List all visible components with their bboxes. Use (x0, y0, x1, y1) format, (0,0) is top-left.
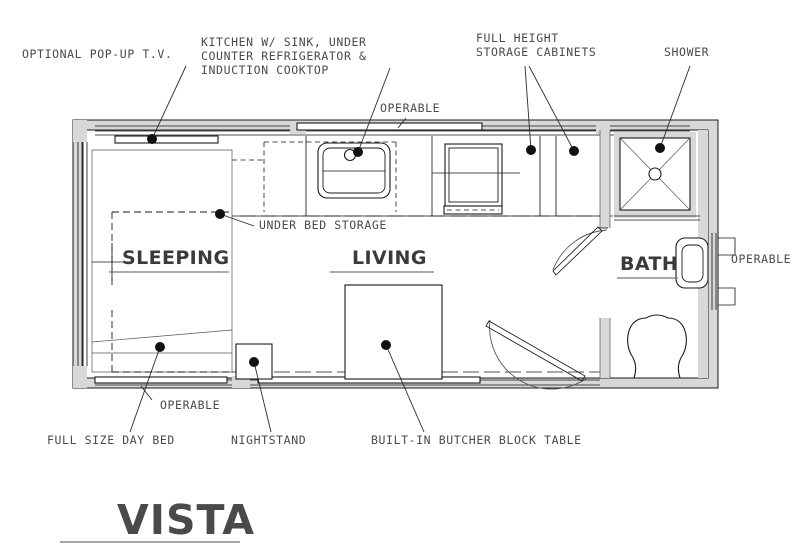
annotation-shower: SHOWER (664, 45, 709, 59)
leader-dot-day-bed (155, 342, 165, 352)
annotation-nightstand: NIGHTSTAND (231, 433, 306, 447)
butcher-block-table-fixture (344, 284, 443, 380)
left-wall-window (73, 120, 88, 388)
annotation-kitchen-line-3: INDUCTION COOKTOP (201, 63, 329, 77)
toilet-fixture (675, 237, 709, 289)
popup-tv-fixture (114, 135, 219, 144)
annotation-kitchen-line-2: COUNTER REFRIGERATOR & (201, 49, 367, 63)
annotation-kitchen-line-1: KITCHEN W/ SINK, UNDER (201, 35, 367, 49)
leader-dot-nightstand (249, 357, 259, 367)
leader-dot-storage-cabinet-2 (569, 146, 579, 156)
right-wall-operable-window (711, 233, 736, 310)
annotation-operable-bottom: OPERABLE (160, 398, 220, 412)
leader-dot-kitchen (353, 147, 363, 157)
annotation-storage-cabinets-line-1: FULL HEIGHT (476, 31, 559, 45)
annotation-storage-cabinets-line-2: STORAGE CABINETS (476, 45, 596, 59)
annotation-under-bed-storage: UNDER BED STORAGE (259, 218, 387, 232)
annotation-text: OPTIONAL POP-UP T.V. KITCHEN W/ SINK, UN… (22, 31, 791, 447)
annotation-operable-top: OPERABLE (380, 101, 440, 115)
annotation-full-size-day-bed: FULL SIZE DAY BED (47, 433, 175, 447)
annotation-optional-popup-tv: OPTIONAL POP-UP T.V. (22, 47, 172, 61)
shower-fixture (614, 132, 700, 221)
entry-door-swing (485, 319, 588, 390)
annotation-leaders (129, 65, 691, 433)
bathroom-sink-fixture (627, 314, 687, 379)
model-name: VISTA (117, 496, 255, 544)
annotation-butcher-block-table: BUILT-IN BUTCHER BLOCK TABLE (371, 433, 582, 447)
model-title-block: VISTA (60, 496, 255, 544)
kitchen-counter (232, 136, 600, 217)
room-label-living: LIVING (352, 247, 427, 269)
annotation-operable-right: OPERABLE (731, 252, 791, 266)
leader-dot-optional-popup-tv (147, 134, 157, 144)
leader-dot-storage-cabinet-1 (526, 145, 536, 155)
leader-dot-butcher-block (381, 340, 391, 350)
room-label-bath: BATH (620, 253, 678, 275)
leader-dot-shower (655, 143, 665, 153)
room-label-sleeping: SLEEPING (122, 247, 229, 269)
leader-dot-under-bed-storage (215, 209, 225, 219)
room-labels: SLEEPING LIVING BATH (109, 247, 678, 279)
bathroom-door-swing (552, 226, 608, 276)
